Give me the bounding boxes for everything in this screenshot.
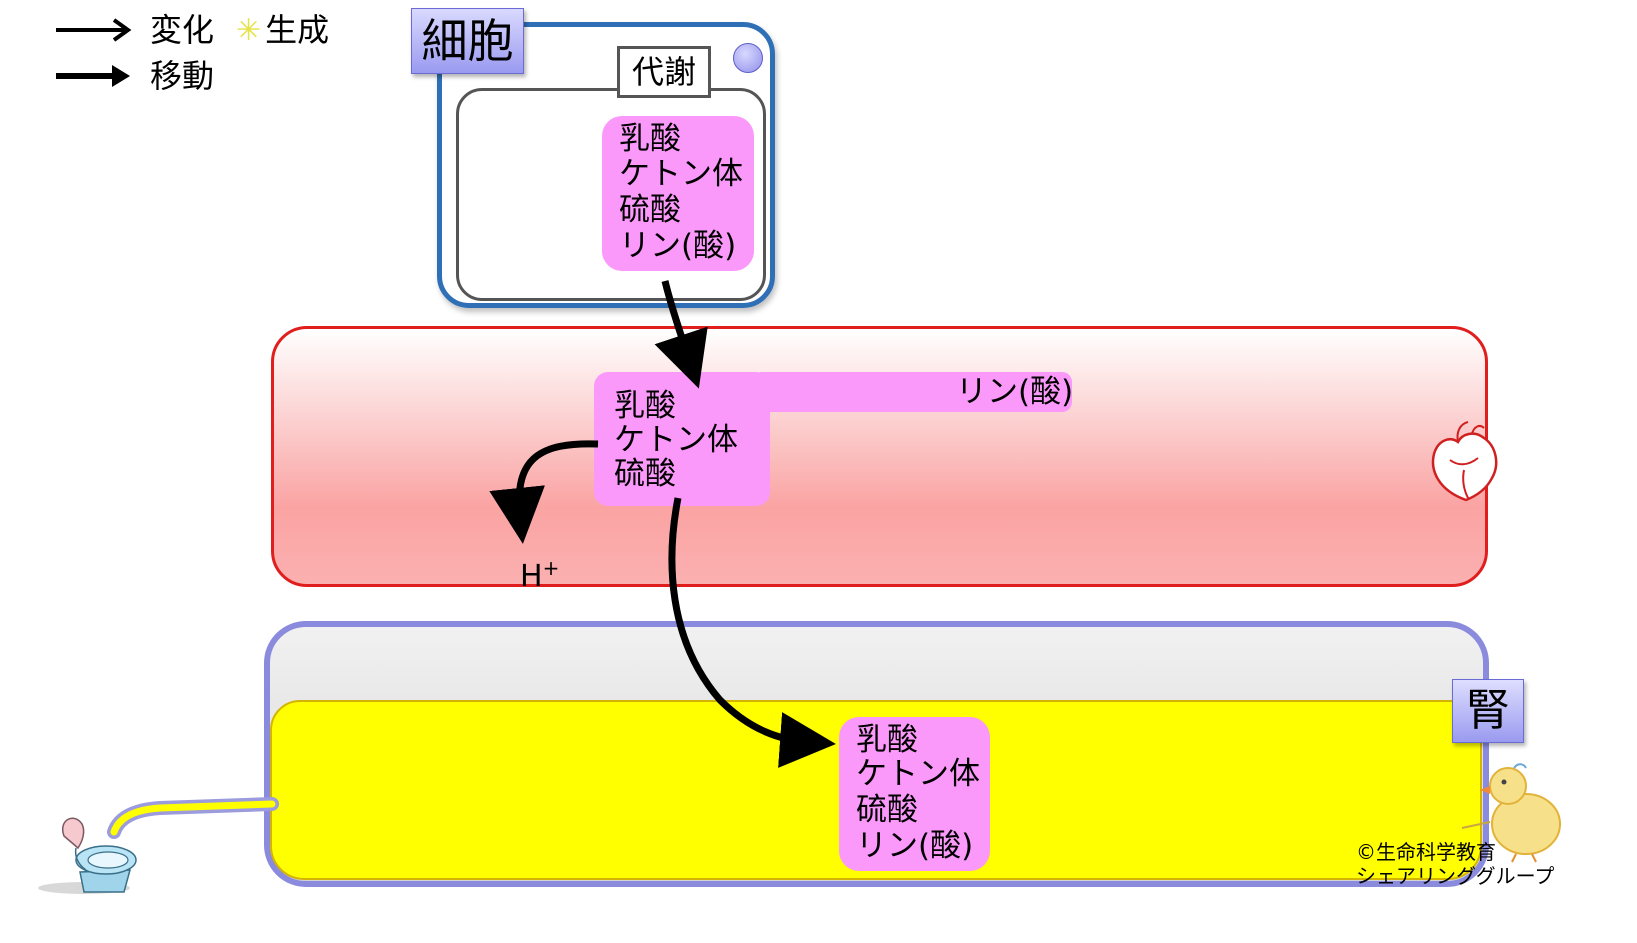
legend-change-label: 変化 (150, 11, 215, 49)
kidney-product-lactate: 乳酸 (856, 722, 918, 758)
legend-generate-label: 生成 (265, 11, 330, 49)
blood-phosphate-label: リン(酸) (956, 374, 1074, 410)
metabolism-label: 代謝 (617, 46, 711, 98)
proton-symbol: H (520, 559, 543, 594)
kidney-product-phosphate: リン(酸) (856, 828, 974, 864)
arrow-cell-to-blood (654, 280, 708, 389)
proton-label: H+ (520, 550, 559, 595)
blood-product-ketone: ケトン体 (614, 422, 738, 458)
ureter-tube (107, 797, 279, 839)
cell-products-box (602, 116, 754, 271)
arrow-blood-to-kidney (668, 497, 836, 768)
heart-icon (1431, 421, 1498, 502)
kidney-product-ketone: ケトン体 (856, 756, 980, 792)
cell-title: 細胞 (411, 8, 524, 74)
blood-vessel (271, 326, 1488, 587)
sparkle-icon: ✳ (236, 12, 262, 48)
legend-change-row: 変化 ✳ 生成 (56, 10, 329, 50)
copyright-line-2: シェアリンググループ (1356, 864, 1555, 888)
toilet-icon (38, 817, 137, 894)
blood-phosphate-band (760, 372, 1072, 412)
copyright: ©生命科学教育 シェアリンググループ (1356, 840, 1554, 888)
copyright-line-1: ©生命科学教育 (1356, 840, 1496, 864)
organelle-icon (733, 43, 763, 73)
legend-move-label: 移動 (150, 57, 215, 95)
cell-product-lactate: 乳酸 (619, 121, 681, 157)
legend-move-row: 移動 (56, 56, 214, 96)
proton-charge: + (542, 556, 560, 580)
blood-products-box (594, 372, 770, 506)
blood-product-lactate: 乳酸 (614, 388, 676, 424)
cell-product-phosphate: リン(酸) (619, 228, 737, 264)
cell-membrane (437, 22, 775, 308)
kidney-title: 腎 (1452, 679, 1524, 743)
cell-product-sulfate: 硫酸 (619, 192, 681, 228)
move-arrow-icon (56, 65, 130, 87)
chick-icon (1461, 763, 1561, 863)
kidney-products-box (839, 717, 990, 871)
cell-product-ketone: ケトン体 (619, 156, 743, 192)
blood-product-sulfate: 硫酸 (614, 456, 676, 492)
change-arrow-icon (56, 18, 132, 42)
kidney-product-sulfate: 硫酸 (856, 792, 918, 828)
arrow-blood-to-proton (489, 440, 599, 544)
